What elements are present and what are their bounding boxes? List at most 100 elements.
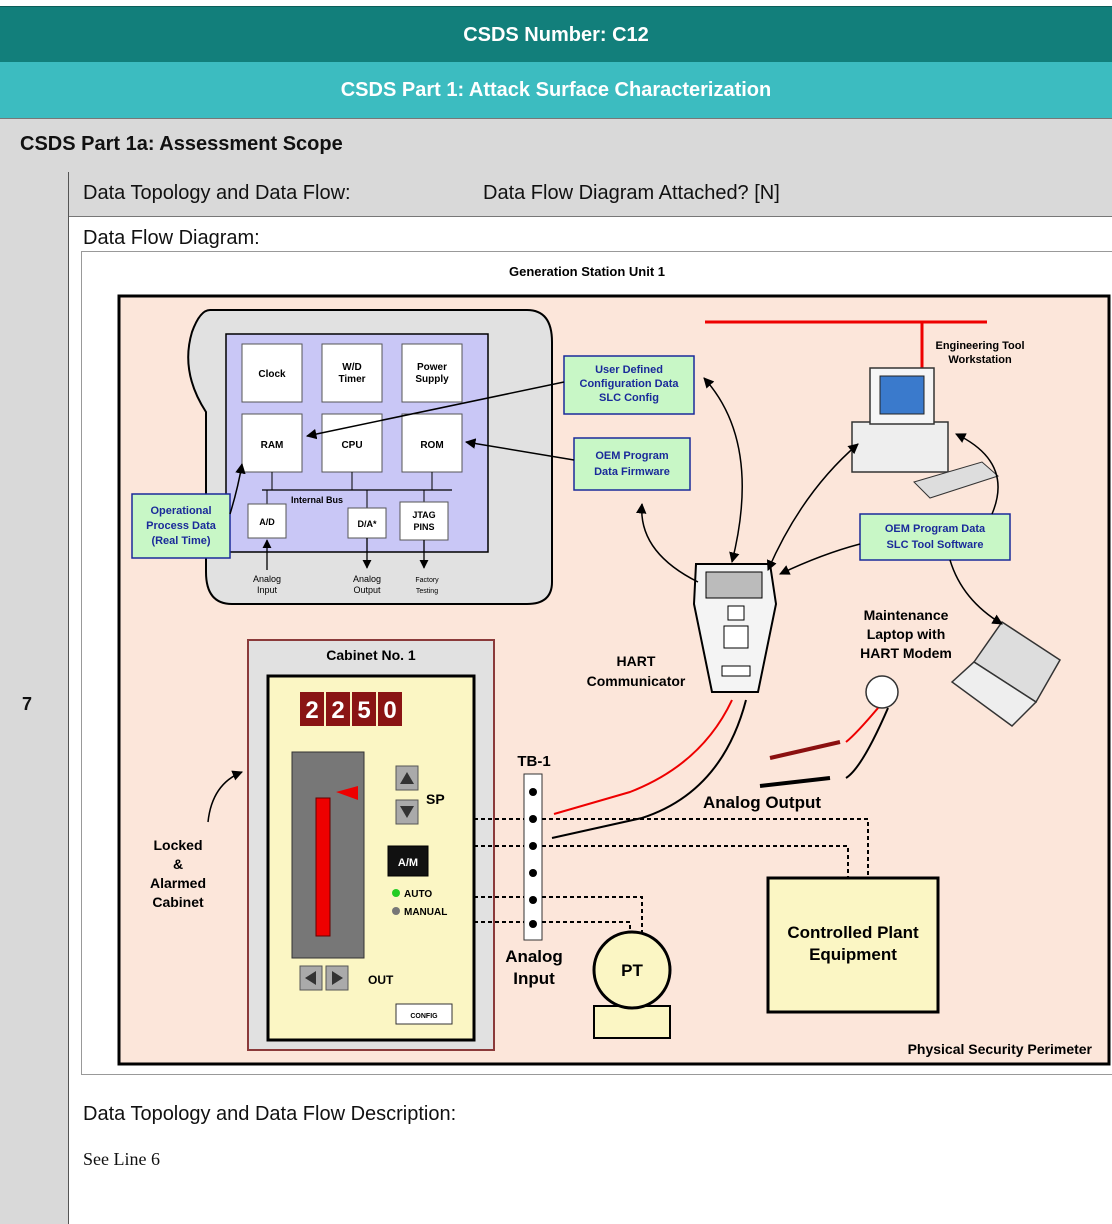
chip-analog-input-2: Input bbox=[257, 585, 278, 595]
locked-cabinet-line2: & bbox=[173, 856, 183, 872]
user-config-data-box bbox=[563, 355, 695, 415]
rom-block bbox=[401, 413, 463, 473]
ad-block bbox=[247, 503, 287, 539]
jtag-label: JTAG bbox=[412, 510, 435, 520]
analog-input-line2: Input bbox=[513, 969, 555, 988]
clock-label: Clock bbox=[258, 369, 286, 380]
data-flow-diagram-label: Data Flow Diagram: bbox=[83, 227, 260, 249]
display-digit-1-text: 2 bbox=[305, 697, 318, 724]
chip-analog-input-1: Analog bbox=[253, 574, 281, 584]
am-button bbox=[387, 845, 429, 877]
controlled-plant-line2: Equipment bbox=[809, 945, 897, 964]
ram-block bbox=[241, 413, 303, 473]
hart-communicator-line1: HART bbox=[617, 653, 656, 669]
maintenance-laptop-line1: Maintenance bbox=[864, 607, 949, 623]
slc-tool-software-box bbox=[859, 513, 1011, 561]
oem-firmware-box bbox=[573, 437, 691, 491]
setpoint-marker bbox=[336, 786, 358, 800]
user-config-line2: Configuration Data bbox=[580, 378, 680, 390]
da-label: D/A* bbox=[357, 519, 376, 529]
testing-label: Testing bbox=[416, 588, 438, 595]
user-config-line3: SLC Config bbox=[599, 392, 659, 404]
controlled-plant-equipment bbox=[766, 876, 940, 1014]
wd-label: W/D bbox=[342, 362, 361, 373]
maintenance-laptop-line2: Laptop with bbox=[867, 626, 946, 642]
engineering-workstation-line2: Workstation bbox=[948, 354, 1012, 366]
da-block bbox=[347, 507, 387, 539]
perimeter-label: Physical Security Perimeter bbox=[908, 1041, 1093, 1057]
display-digit-3-text: 5 bbox=[357, 697, 370, 724]
factory-label: Factory bbox=[415, 577, 439, 584]
csds-part-title: CSDS Part 1: Attack Surface Characteriza… bbox=[340, 78, 772, 101]
analog-output-label: Analog Output bbox=[703, 793, 821, 812]
analog-input-line1: Analog bbox=[505, 947, 563, 966]
pt-base bbox=[593, 1005, 671, 1039]
sp-label: SP bbox=[426, 791, 445, 807]
pins-label: PINS bbox=[413, 522, 434, 532]
wd-timer-block bbox=[321, 343, 383, 403]
pressure-transmitter bbox=[592, 930, 672, 1010]
operational-line1: Operational bbox=[150, 505, 211, 517]
terminal-block-strip bbox=[523, 773, 543, 941]
timer-label: Timer bbox=[338, 374, 365, 385]
data-topology-label: Data Topology and Data Flow: bbox=[83, 182, 351, 204]
locked-cabinet-line1: Locked bbox=[153, 837, 202, 853]
description-text: See Line 6 bbox=[83, 1149, 160, 1169]
operational-line3: (Real Time) bbox=[151, 535, 210, 547]
pt-label: PT bbox=[621, 961, 643, 980]
data-topology-row: Data Topology and Data Flow: Data Flow D… bbox=[69, 172, 1112, 217]
maintenance-laptop-line3: HART Modem bbox=[860, 645, 952, 661]
operational-data-box bbox=[131, 493, 231, 559]
am-label: A/M bbox=[398, 857, 418, 869]
display-digit-2-text: 2 bbox=[331, 697, 344, 724]
line-number-column: 7 bbox=[0, 172, 69, 1224]
locked-cabinet-line4: Cabinet bbox=[152, 894, 204, 910]
diagram-attached-field: Data Flow Diagram Attached? [N] bbox=[483, 182, 780, 204]
power-supply-block bbox=[401, 343, 463, 403]
manual-label: MANUAL bbox=[404, 907, 447, 918]
assessment-scope-row: CSDS Part 1a: Assessment Scope bbox=[0, 118, 1112, 173]
data-flow-diagram-frame: Generation Station Unit 1 Physical Secur… bbox=[81, 251, 1112, 1075]
oem-firmware-line2: Data Firmware bbox=[594, 466, 670, 478]
maintenance-laptop-icon bbox=[865, 620, 1062, 727]
operational-line2: Process Data bbox=[146, 520, 217, 532]
workstation-computer-icon bbox=[851, 367, 999, 499]
display-digit-4-text: 0 bbox=[383, 697, 396, 724]
csds-number-header: CSDS Number: C12 bbox=[0, 6, 1112, 63]
jtag-block bbox=[399, 501, 449, 541]
cabinet-title: Cabinet No. 1 bbox=[326, 647, 416, 663]
hart-communicator-line2: Communicator bbox=[587, 673, 686, 689]
config-button bbox=[395, 1003, 453, 1025]
line-number: 7 bbox=[22, 694, 33, 714]
ram-label: RAM bbox=[261, 440, 284, 451]
rom-label: ROM bbox=[420, 440, 443, 451]
terminal-block-label: TB-1 bbox=[517, 753, 550, 770]
locked-cabinet-line3: Alarmed bbox=[150, 875, 206, 891]
chip-analog-output-2: Output bbox=[353, 585, 381, 595]
manual-indicator bbox=[392, 907, 400, 915]
ad-label: A/D bbox=[259, 517, 275, 527]
assessment-scope-title: CSDS Part 1a: Assessment Scope bbox=[20, 133, 343, 155]
clock-block bbox=[241, 343, 303, 403]
display-digit-1 bbox=[300, 692, 324, 726]
engineering-workstation-line1: Engineering Tool bbox=[935, 340, 1024, 352]
out-label: OUT bbox=[368, 973, 394, 987]
supply-label: Supply bbox=[415, 374, 449, 385]
diagram-section: Data Flow Diagram: Generation Station Un… bbox=[69, 217, 1112, 1224]
cpu-block bbox=[321, 413, 383, 473]
auto-indicator bbox=[392, 889, 400, 897]
cpu-label: CPU bbox=[341, 440, 362, 451]
power-label: Power bbox=[417, 362, 447, 373]
display-digit-3 bbox=[352, 692, 376, 726]
diagram-title: Generation Station Unit 1 bbox=[509, 264, 665, 279]
internal-bus-label: Internal Bus bbox=[291, 495, 343, 505]
oem-firmware-line1: OEM Program bbox=[595, 450, 669, 462]
slc-tool-line1: OEM Program Data bbox=[885, 523, 986, 535]
config-label: CONFIG bbox=[410, 1013, 438, 1020]
description-label: Data Topology and Data Flow Description: bbox=[83, 1103, 457, 1125]
controlled-plant-line1: Controlled Plant bbox=[787, 923, 919, 942]
data-flow-diagram: Generation Station Unit 1 Physical Secur… bbox=[117, 264, 1111, 1066]
display-digit-4 bbox=[378, 692, 402, 726]
display-digit-2 bbox=[326, 692, 350, 726]
